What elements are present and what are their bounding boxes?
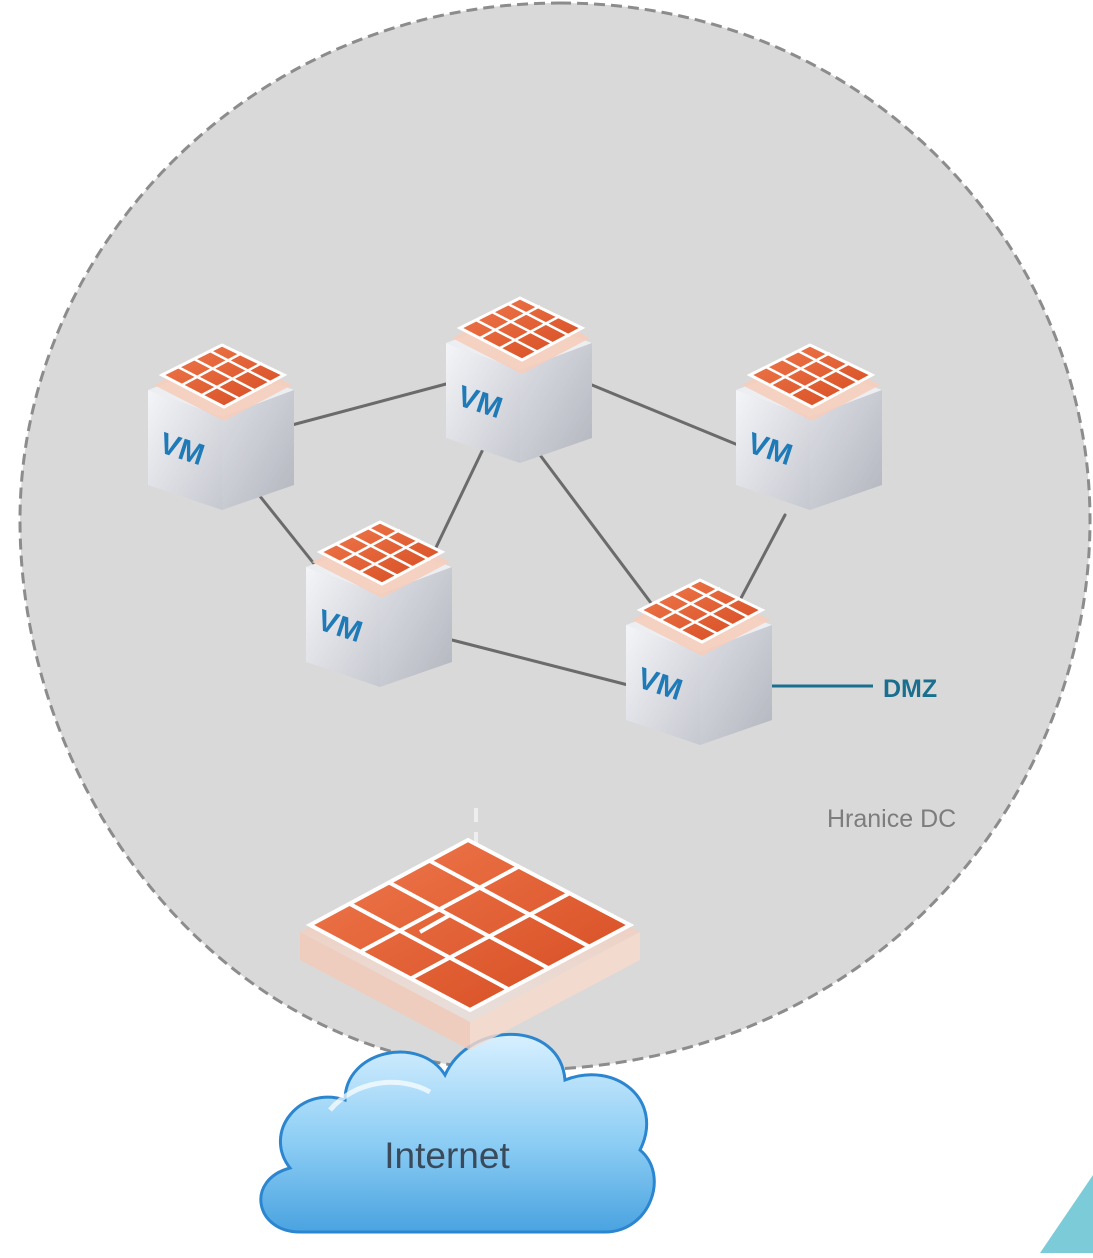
boundary-label: Hranice DC <box>827 805 956 833</box>
cloud-label: Internet <box>384 1135 510 1176</box>
vm-node: VM <box>306 520 452 687</box>
link-vm2-vm4 <box>590 383 740 447</box>
firewall-icon <box>632 578 770 656</box>
link-vm2-vm3 <box>428 443 487 562</box>
link-vm4-vm5 <box>738 513 787 602</box>
link-vm1-vm2 <box>290 382 448 427</box>
firewall-icon <box>742 343 880 421</box>
vm-node: VM <box>626 578 772 745</box>
dmz-label: DMZ <box>883 675 937 703</box>
firewall-icon <box>452 296 590 374</box>
vm-cube-icon <box>148 363 294 510</box>
link-vm3-vm5 <box>450 638 630 687</box>
vm-node: VM <box>148 343 294 510</box>
vm-node: VM <box>736 343 882 510</box>
link-vm1-vm3 <box>253 488 317 567</box>
firewall-icon <box>312 520 450 598</box>
vm-links <box>253 382 787 687</box>
perimeter-firewall-icon <box>300 837 640 1050</box>
firewall-icon <box>154 343 292 421</box>
internet-cloud: Internet <box>259 1032 656 1234</box>
link-vm2-vm5 <box>538 453 662 617</box>
corner-accent <box>1040 1175 1093 1253</box>
vm-node: VM <box>446 296 592 463</box>
vm-cube-icon <box>626 598 772 745</box>
